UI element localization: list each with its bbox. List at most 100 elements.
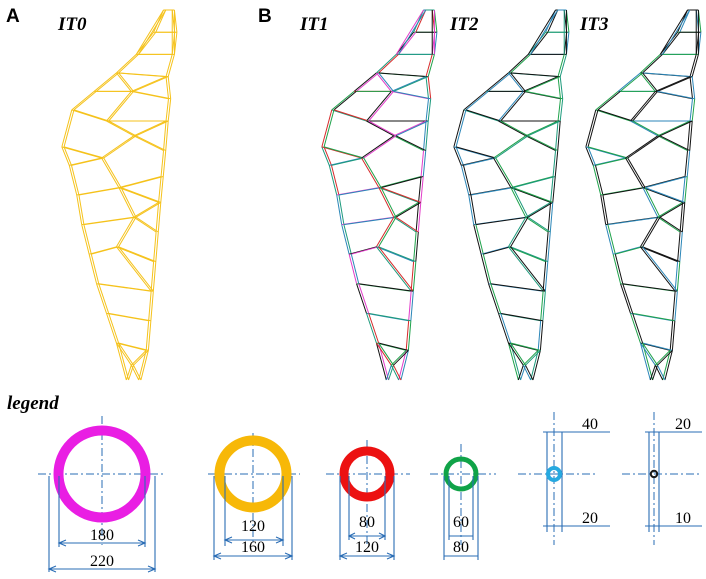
truss-member bbox=[321, 109, 333, 148]
truss-member bbox=[393, 364, 402, 381]
truss-member bbox=[657, 90, 695, 100]
truss-member bbox=[366, 120, 395, 137]
truss-member bbox=[463, 165, 472, 196]
truss-member bbox=[118, 72, 134, 92]
truss-member bbox=[425, 98, 429, 122]
truss-member bbox=[415, 202, 420, 233]
truss-member bbox=[640, 54, 661, 74]
truss-member bbox=[485, 72, 509, 92]
truss-member bbox=[483, 246, 511, 255]
panel-letter-b: B bbox=[258, 6, 272, 27]
truss-member bbox=[120, 187, 137, 218]
truss-member bbox=[527, 9, 556, 55]
dim-inner-label: 80 bbox=[359, 514, 375, 531]
truss-member bbox=[393, 76, 429, 92]
truss-member bbox=[378, 342, 409, 351]
truss-member bbox=[686, 150, 691, 177]
truss-member bbox=[554, 150, 559, 177]
truss-member bbox=[689, 54, 697, 77]
truss-member bbox=[625, 135, 659, 159]
truss-member bbox=[475, 216, 529, 226]
truss-member bbox=[118, 216, 137, 248]
truss-member bbox=[649, 365, 656, 381]
truss-member bbox=[587, 146, 628, 159]
truss-member bbox=[465, 91, 489, 111]
truss-member bbox=[617, 72, 641, 92]
truss-member bbox=[642, 246, 681, 263]
tube-section-red bbox=[339, 446, 395, 502]
truss-member bbox=[378, 187, 395, 218]
truss-member bbox=[130, 364, 140, 381]
truss-member bbox=[552, 176, 556, 203]
truss-member bbox=[632, 91, 658, 122]
truss-member bbox=[395, 120, 429, 137]
truss-member bbox=[116, 246, 154, 263]
truss-member bbox=[644, 176, 688, 189]
truss-member bbox=[135, 201, 162, 218]
truss-member bbox=[343, 216, 397, 226]
truss-member bbox=[165, 98, 169, 122]
truss-member bbox=[689, 120, 693, 151]
truss-member bbox=[393, 90, 431, 100]
truss-member bbox=[376, 342, 407, 351]
truss-member bbox=[549, 202, 554, 233]
truss-member bbox=[525, 76, 561, 92]
truss-member bbox=[125, 365, 132, 381]
truss-member bbox=[150, 291, 154, 321]
truss-member bbox=[120, 176, 164, 189]
truss-member bbox=[508, 342, 539, 351]
truss-member bbox=[512, 176, 556, 189]
legend-section-lightblue: 40 20 bbox=[518, 412, 610, 545]
truss-member bbox=[90, 254, 100, 284]
truss-member bbox=[510, 342, 526, 366]
truss-member bbox=[488, 283, 499, 314]
truss-member bbox=[453, 109, 465, 148]
truss-member bbox=[530, 31, 549, 55]
legend-title: legend bbox=[7, 393, 59, 414]
truss-member bbox=[679, 231, 683, 262]
truss-member bbox=[679, 202, 684, 233]
truss-member bbox=[559, 76, 564, 99]
truss-member bbox=[607, 216, 661, 226]
truss-member bbox=[495, 157, 514, 188]
truss-member bbox=[106, 120, 135, 137]
truss-member bbox=[410, 291, 414, 321]
truss-member bbox=[500, 120, 529, 137]
truss-member bbox=[376, 246, 414, 263]
dim-outer-label: 160 bbox=[241, 539, 265, 556]
truss-member bbox=[116, 342, 147, 351]
truss-member bbox=[525, 135, 556, 152]
panel-letter-a: A bbox=[6, 6, 20, 27]
truss-member bbox=[116, 72, 132, 92]
truss-member bbox=[356, 283, 367, 314]
truss-member bbox=[498, 91, 524, 122]
truss-member bbox=[61, 146, 102, 159]
truss-member bbox=[642, 176, 686, 189]
truss-member bbox=[493, 135, 527, 159]
truss-member bbox=[508, 342, 524, 366]
truss-member bbox=[508, 72, 524, 92]
truss-member bbox=[587, 146, 596, 166]
dim-outer-label: 120 bbox=[355, 539, 379, 556]
truss-member bbox=[662, 350, 671, 381]
truss-member bbox=[138, 350, 147, 381]
truss-member bbox=[525, 120, 559, 137]
truss-member bbox=[366, 313, 377, 344]
truss-member bbox=[363, 135, 397, 159]
truss-member bbox=[525, 350, 541, 366]
truss-member bbox=[116, 342, 132, 366]
truss-member bbox=[358, 283, 370, 314]
truss-member bbox=[420, 150, 425, 177]
truss-member bbox=[118, 342, 149, 351]
truss-member bbox=[495, 135, 529, 159]
truss-member bbox=[679, 9, 691, 33]
truss-member bbox=[405, 320, 410, 351]
truss-member bbox=[155, 231, 159, 262]
truss-member bbox=[475, 224, 484, 255]
truss-member bbox=[385, 365, 392, 381]
truss-member bbox=[659, 216, 683, 233]
truss-member bbox=[130, 350, 147, 366]
truss-member bbox=[557, 76, 561, 99]
truss-member bbox=[138, 31, 157, 55]
truss-member bbox=[78, 194, 85, 225]
